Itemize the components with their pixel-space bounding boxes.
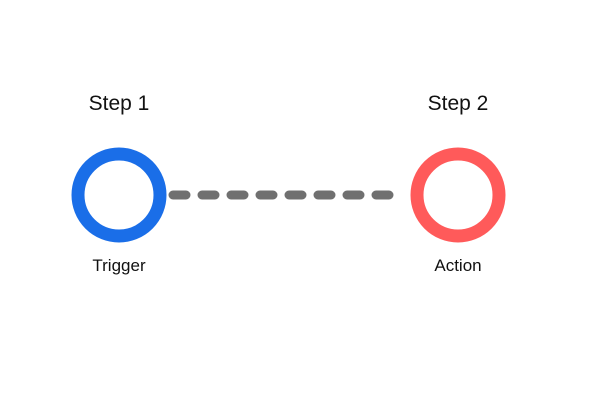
step-1-title: Step 1: [88, 92, 150, 115]
step-2-title: Step 2: [427, 92, 489, 115]
step-1-caption: Trigger: [92, 256, 146, 275]
step-2-action-node[interactable]: [410, 147, 506, 243]
step-2-caption: Action: [434, 256, 482, 275]
step-1-trigger-node[interactable]: [71, 147, 167, 243]
